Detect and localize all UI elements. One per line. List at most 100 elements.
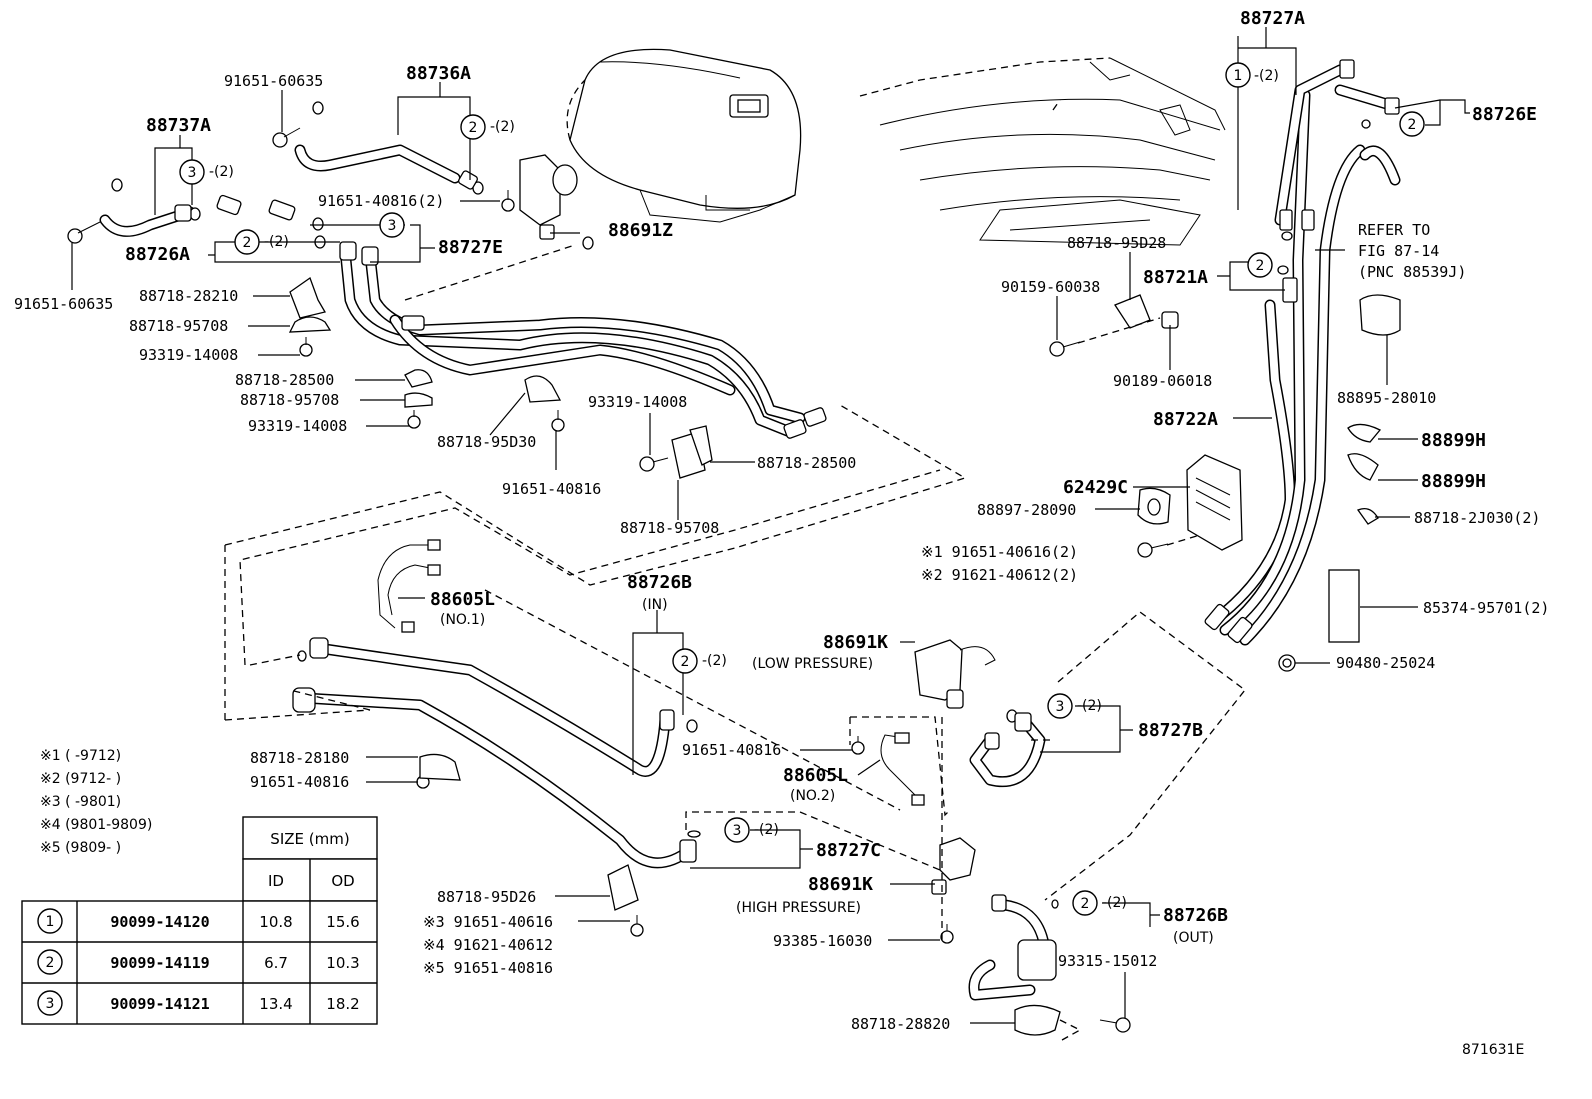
svg-text:90099-14121: 90099-14121 (110, 995, 209, 1013)
label-fig-87-14: FIG 87-14 (1358, 242, 1439, 260)
label-pnc-88539J: (PNC 88539J) (1358, 263, 1466, 281)
label-88718-95708-c: 88718-95708 (620, 519, 719, 537)
label-in: (IN) (642, 597, 668, 613)
svg-text:-(2): -(2) (264, 234, 289, 250)
pipe-network (99, 64, 1401, 1001)
label-62429C: 62429C (1063, 477, 1128, 498)
label-85374-95701: 85374-95701(2) (1423, 599, 1549, 617)
ref-circle-3-88727E: 3 (379, 212, 405, 238)
label-93385-16030: 93385-16030 (773, 932, 872, 950)
svg-text:10.8: 10.8 (259, 913, 292, 931)
label-note1-part: ※1 91651-40616(2) (921, 543, 1078, 561)
label-91651-60635-top: 91651-60635 (224, 72, 323, 90)
figure-code: 871631E (1462, 1042, 1524, 1058)
label-91651-60635-left: 91651-60635 (14, 295, 113, 313)
part-labels: 88727A 88726E 88736A 91651-60635 88737A … (14, 8, 1549, 1058)
svg-text:13.4: 13.4 (259, 995, 292, 1013)
table-header-id: ID (268, 872, 284, 890)
table-header-size: SIZE (mm) (270, 830, 349, 848)
svg-text:1: 1 (1234, 68, 1243, 84)
svg-text:2: 2 (1081, 896, 1090, 912)
label-88737A: 88737A (146, 115, 211, 136)
label-out: (OUT) (1173, 930, 1214, 946)
dashboard-body-drawing (859, 57, 1226, 246)
label-88726B-top: 88726B (627, 572, 692, 593)
heater-unit-drawing (566, 48, 802, 223)
svg-text:-(2): -(2) (702, 653, 727, 669)
label-note2-part: ※2 91621-40612(2) (921, 566, 1078, 584)
reference-circles: 1-(2) 2 2-(2) 3-(2) 3 2-(2) 2 2-(2) 3-(2… (179, 62, 1425, 916)
label-88726A: 88726A (125, 244, 190, 265)
label-note3-part: ※3 91651-40616 (423, 913, 553, 931)
label-88722A: 88722A (1153, 409, 1218, 430)
svg-text:18.2: 18.2 (326, 995, 359, 1013)
label-88605L-2: 88605L (783, 765, 848, 786)
table-header-od: OD (331, 872, 354, 890)
label-88721A: 88721A (1143, 267, 1208, 288)
svg-text:15.6: 15.6 (326, 913, 359, 931)
table-row: 2 90099-14119 6.7 10.3 (37, 949, 360, 975)
svg-text:10.3: 10.3 (326, 954, 359, 972)
label-88727A: 88727A (1240, 8, 1305, 29)
svg-text:3: 3 (46, 996, 55, 1012)
svg-text:6.7: 6.7 (264, 954, 288, 972)
svg-text:-(2): -(2) (754, 822, 779, 838)
svg-text:3: 3 (1056, 699, 1065, 715)
label-88718-28500-a: 88718-28500 (235, 371, 334, 389)
label-88691Z: 88691Z (608, 220, 673, 241)
svg-text:-(2): -(2) (490, 119, 515, 135)
svg-text:3: 3 (188, 165, 197, 181)
ref-circle-2-88726B-out: 2-(2) (1072, 890, 1127, 916)
label-91651-40816-c: 91651-40816 (250, 773, 349, 791)
svg-text:2: 2 (1256, 258, 1265, 274)
label-88718-95708-b: 88718-95708 (240, 391, 339, 409)
label-88727B: 88727B (1138, 720, 1203, 741)
leader-lines (71, 27, 1470, 1024)
svg-text:2: 2 (469, 120, 478, 136)
label-88718-95D28: 88718-95D28 (1067, 234, 1166, 252)
label-88899H-b: 88899H (1421, 471, 1486, 492)
svg-text:2: 2 (681, 654, 690, 670)
label-88718-2J030: 88718-2J030(2) (1414, 509, 1540, 527)
svg-text:3: 3 (388, 218, 397, 234)
svg-text:1: 1 (46, 914, 55, 930)
label-88727E: 88727E (438, 237, 503, 258)
label-no1: (NO.1) (440, 612, 485, 628)
label-88726E: 88726E (1472, 104, 1537, 125)
ref-circle-2-88726B-in: 2 -(2) (672, 648, 727, 674)
label-note4-part: ※4 91621-40612 (423, 936, 553, 954)
table-row: 1 90099-14120 10.8 15.6 (37, 908, 360, 934)
ref-circle-3-88727B: 3 -(2) (1047, 693, 1102, 719)
label-88718-28500-b: 88718-28500 (757, 454, 856, 472)
label-90480-25024: 90480-25024 (1336, 654, 1435, 672)
label-88726B-out: 88726B (1163, 905, 1228, 926)
label-93319-14008-a: 93319-14008 (139, 346, 238, 364)
label-88605L-1: 88605L (430, 589, 495, 610)
svg-text:3: 3 (733, 823, 742, 839)
label-88718-95D30: 88718-95D30 (437, 433, 536, 451)
svg-text:90099-14120: 90099-14120 (110, 913, 209, 931)
label-88718-95708-a: 88718-95708 (129, 317, 228, 335)
label-90159-60038: 90159-60038 (1001, 278, 1100, 296)
date-note-3: ※3 ( -9801) (40, 794, 121, 810)
label-88718-95D26: 88718-95D26 (437, 888, 536, 906)
svg-text:2: 2 (1408, 117, 1417, 133)
label-93319-14008-c: 93319-14008 (588, 393, 687, 411)
label-91651-40816-2: 91651-40816(2) (318, 192, 444, 210)
label-88895-28010: 88895-28010 (1337, 389, 1436, 407)
ref-circle-2-88736A: 2 -(2) (460, 114, 515, 140)
ref-circle-2-88726A: 2 -(2) (234, 229, 289, 255)
ref-circle-3-88727C: 3 -(2) (724, 817, 779, 843)
label-93319-14008-b: 93319-14008 (248, 417, 347, 435)
date-note-4: ※4 (9801-9809) (40, 817, 152, 833)
table-row: 3 90099-14121 13.4 18.2 (37, 990, 360, 1016)
label-low-pressure: (LOW PRESSURE) (752, 656, 873, 672)
label-88691K-high: 88691K (808, 874, 873, 895)
svg-text:-(2): -(2) (1077, 698, 1102, 714)
svg-text:90099-14119: 90099-14119 (110, 954, 209, 972)
ref-circle-1-88727A: 1-(2) (1225, 62, 1279, 88)
svg-text:2: 2 (243, 235, 252, 251)
svg-text:-(2): -(2) (209, 164, 234, 180)
label-88718-28210: 88718-28210 (139, 287, 238, 305)
